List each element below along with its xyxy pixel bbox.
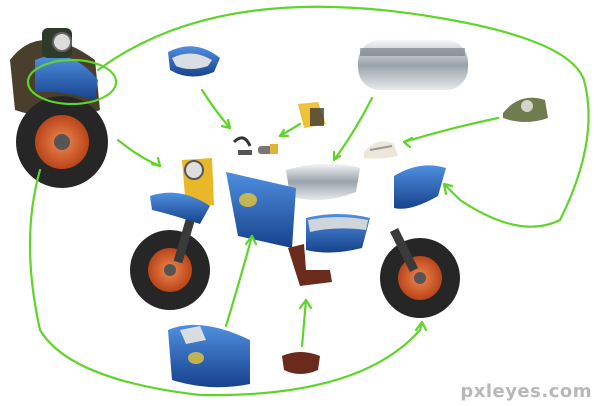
chrome-cap-piece	[364, 141, 398, 159]
rear-fender-piece	[394, 165, 446, 209]
assembled-bike	[130, 158, 460, 318]
chrome-cylinder-piece	[358, 40, 468, 90]
bottom-strap-piece	[282, 352, 320, 374]
small-metal-fittings	[232, 136, 278, 155]
helmet-piece	[503, 97, 548, 122]
site-watermark: pxleyes.com	[460, 381, 592, 402]
front-fender-piece	[168, 46, 220, 77]
green-annotation-arrows	[26, 5, 590, 397]
chrome-seat-piece	[286, 163, 360, 201]
yellow-headlight-part	[298, 102, 326, 128]
bottom-tank-piece	[168, 324, 250, 388]
source-bike-front-photo	[10, 28, 108, 188]
